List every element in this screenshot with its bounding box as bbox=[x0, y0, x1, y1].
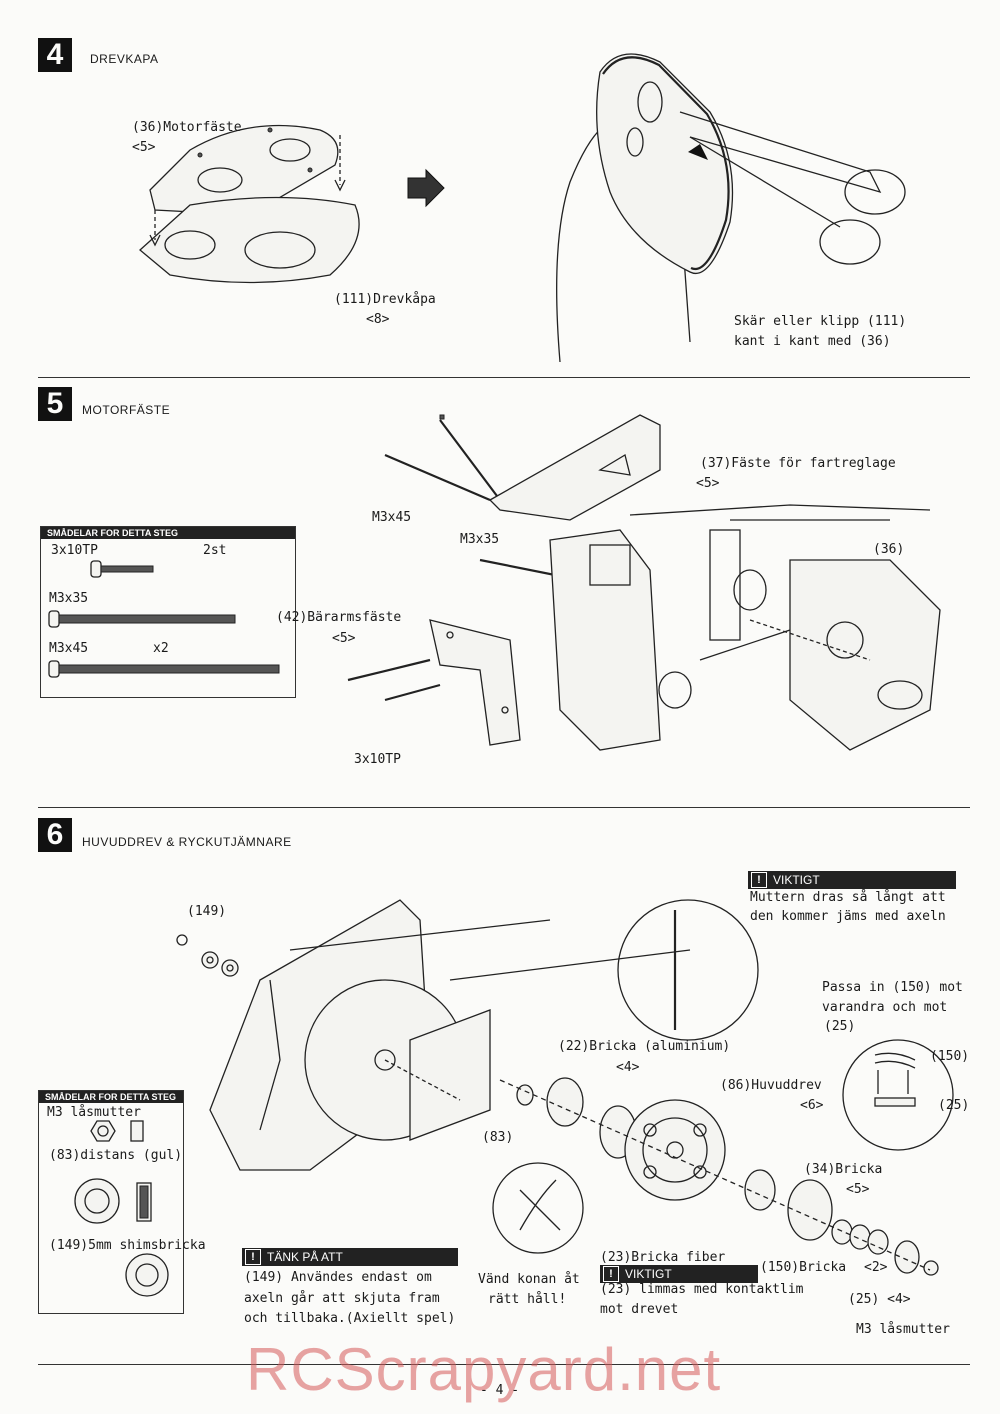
gear-cover-assembly-illustration bbox=[139, 124, 360, 284]
small-part-m3x45: M3x45 bbox=[49, 641, 89, 656]
label-m3x45: M3x45 bbox=[372, 510, 412, 525]
cut-note-line1: Skär eller klipp (111) bbox=[734, 314, 907, 329]
small-part-3x10tp: 3x10TP bbox=[51, 543, 98, 558]
fit-note-line2: varandra och mot bbox=[822, 1000, 948, 1015]
important-note-line1: Muttern dras så långt att bbox=[750, 890, 946, 905]
small-part-m3x35: M3x35 bbox=[49, 591, 89, 606]
small-part-m3-lock-nut: M3 låsmutter bbox=[47, 1105, 141, 1120]
warning-icon: ! bbox=[603, 1266, 619, 1282]
part-speed-ctrl-mount-qty: <5> bbox=[696, 476, 720, 491]
cutting-with-scissors-illustration bbox=[556, 53, 906, 363]
main-gear-assembly-illustration bbox=[176, 899, 954, 1276]
warning-icon: ! bbox=[751, 872, 767, 888]
fit-note-line3: (25) bbox=[824, 1019, 856, 1034]
cone-note-line1: Vänd konan åt bbox=[478, 1272, 580, 1287]
label-149: (149) bbox=[187, 904, 227, 919]
main-gear-label: (86)Huvuddrev bbox=[720, 1078, 822, 1093]
screw-3x10tp-icon bbox=[90, 560, 154, 578]
screw-m3x35-icon bbox=[48, 610, 236, 628]
warning-icon: ! bbox=[245, 1249, 261, 1265]
part-arm-mount-label: (42)Bärarmsfäste bbox=[276, 610, 402, 625]
small-part-shim-149: (149)5mm shimsbricka bbox=[49, 1238, 206, 1253]
label-3x10tp: 3x10TP bbox=[354, 752, 401, 767]
washer-150-label: (150)Bricka bbox=[760, 1260, 847, 1275]
important-note2-line1: (23) limmas med kontaktlim bbox=[600, 1282, 804, 1297]
important-note2-header: ! VIKTIGT bbox=[600, 1265, 758, 1283]
fit-note-line1: Passa in (150) mot bbox=[822, 980, 963, 995]
think-about-header: ! TÄNK PÅ ATT bbox=[242, 1248, 458, 1266]
part-motor-mount-label: (36)Motorfäste bbox=[132, 120, 242, 135]
spacer-83-icon bbox=[74, 1178, 152, 1224]
washer-alu-qty: <4> bbox=[616, 1060, 640, 1075]
small-parts-box-step6: SMÅDELAR FOR DETTA STEG M3 låsmutter (83… bbox=[38, 1090, 206, 1314]
footer-divider bbox=[38, 1364, 970, 1365]
small-parts-header: SMÅDELAR FOR DETTA STEG bbox=[39, 1091, 183, 1103]
small-parts-box-step5: SMÅDELAR FOR DETTA STEG 3x10TP 2st M3x35… bbox=[40, 526, 296, 698]
cut-note-line2: kant i kant med (36) bbox=[734, 334, 891, 349]
arrow-right-icon bbox=[407, 168, 445, 208]
fiber-washer-label: (23)Bricka fiber bbox=[600, 1250, 726, 1265]
think-about-line2: axeln går att skjuta fram bbox=[244, 1291, 440, 1306]
washer-34-label: (34)Bricka bbox=[804, 1162, 883, 1177]
inset-label-25: (25) bbox=[938, 1098, 970, 1113]
label-25-qty: (25) <4> bbox=[848, 1292, 911, 1307]
watermark-text: RCScrapyard.net bbox=[246, 1336, 722, 1403]
think-about-line1: (149) Användes endast om bbox=[244, 1270, 432, 1285]
inset-label-150: (150) bbox=[930, 1049, 970, 1064]
part-arm-mount-qty: <5> bbox=[332, 631, 356, 646]
shim-149-icon bbox=[125, 1253, 169, 1297]
important-note-title: VIKTIGT bbox=[773, 873, 820, 887]
washer-34-qty: <5> bbox=[846, 1182, 870, 1197]
important-note2-line2: mot drevet bbox=[600, 1302, 679, 1317]
step-6-title: HUVUDDREV & RYCKUTJÄMNARE bbox=[82, 835, 292, 849]
motor-mount-assembly-illustration bbox=[347, 414, 941, 751]
small-part-spacer-83: (83)distans (gul) bbox=[49, 1148, 183, 1163]
small-parts-header: SMÅDELAR FOR DETTA STEG bbox=[41, 527, 295, 539]
screw-m3x45-icon bbox=[48, 660, 280, 678]
small-part-m3x45-qty: x2 bbox=[153, 641, 169, 656]
label-83: (83) bbox=[482, 1130, 514, 1145]
label-m3x35: M3x35 bbox=[460, 532, 500, 547]
cone-note-line2: rätt håll! bbox=[488, 1292, 567, 1307]
step-4-title: DREVKAPA bbox=[90, 52, 159, 66]
section-divider bbox=[38, 807, 970, 808]
important-note2-title: VIKTIGT bbox=[625, 1267, 672, 1281]
lock-nut-icon bbox=[90, 1120, 144, 1142]
part-motor-mount-qty: <5> bbox=[132, 140, 156, 155]
washer-alu-label: (22)Bricka (aluminium) bbox=[558, 1039, 731, 1054]
step-5-title: MOTORFÄSTE bbox=[82, 403, 171, 417]
page-number: - 4 - bbox=[480, 1383, 520, 1398]
lock-nut-label: M3 låsmutter bbox=[856, 1322, 950, 1337]
think-about-line3: och tillbaka.(Axiellt spel) bbox=[244, 1311, 456, 1326]
section-divider bbox=[38, 377, 970, 378]
step-6-number: 6 bbox=[38, 818, 72, 852]
step-5-number: 5 bbox=[38, 387, 72, 421]
washer-150-qty: <2> bbox=[864, 1260, 888, 1275]
part-gear-cover-qty: <8> bbox=[366, 312, 390, 327]
important-note-header: ! VIKTIGT bbox=[748, 871, 956, 889]
step-4-number: 4 bbox=[38, 38, 72, 72]
main-gear-qty: <6> bbox=[800, 1098, 824, 1113]
think-about-title: TÄNK PÅ ATT bbox=[267, 1250, 343, 1264]
part-36-label: (36) bbox=[873, 542, 905, 557]
part-speed-ctrl-mount-label: (37)Fäste för fartreglage bbox=[700, 456, 896, 471]
small-part-3x10tp-qty: 2st bbox=[203, 543, 227, 558]
important-note-line2: den kommer jäms med axeln bbox=[750, 909, 946, 924]
part-gear-cover-label: (111)Drevkåpa bbox=[334, 292, 436, 307]
